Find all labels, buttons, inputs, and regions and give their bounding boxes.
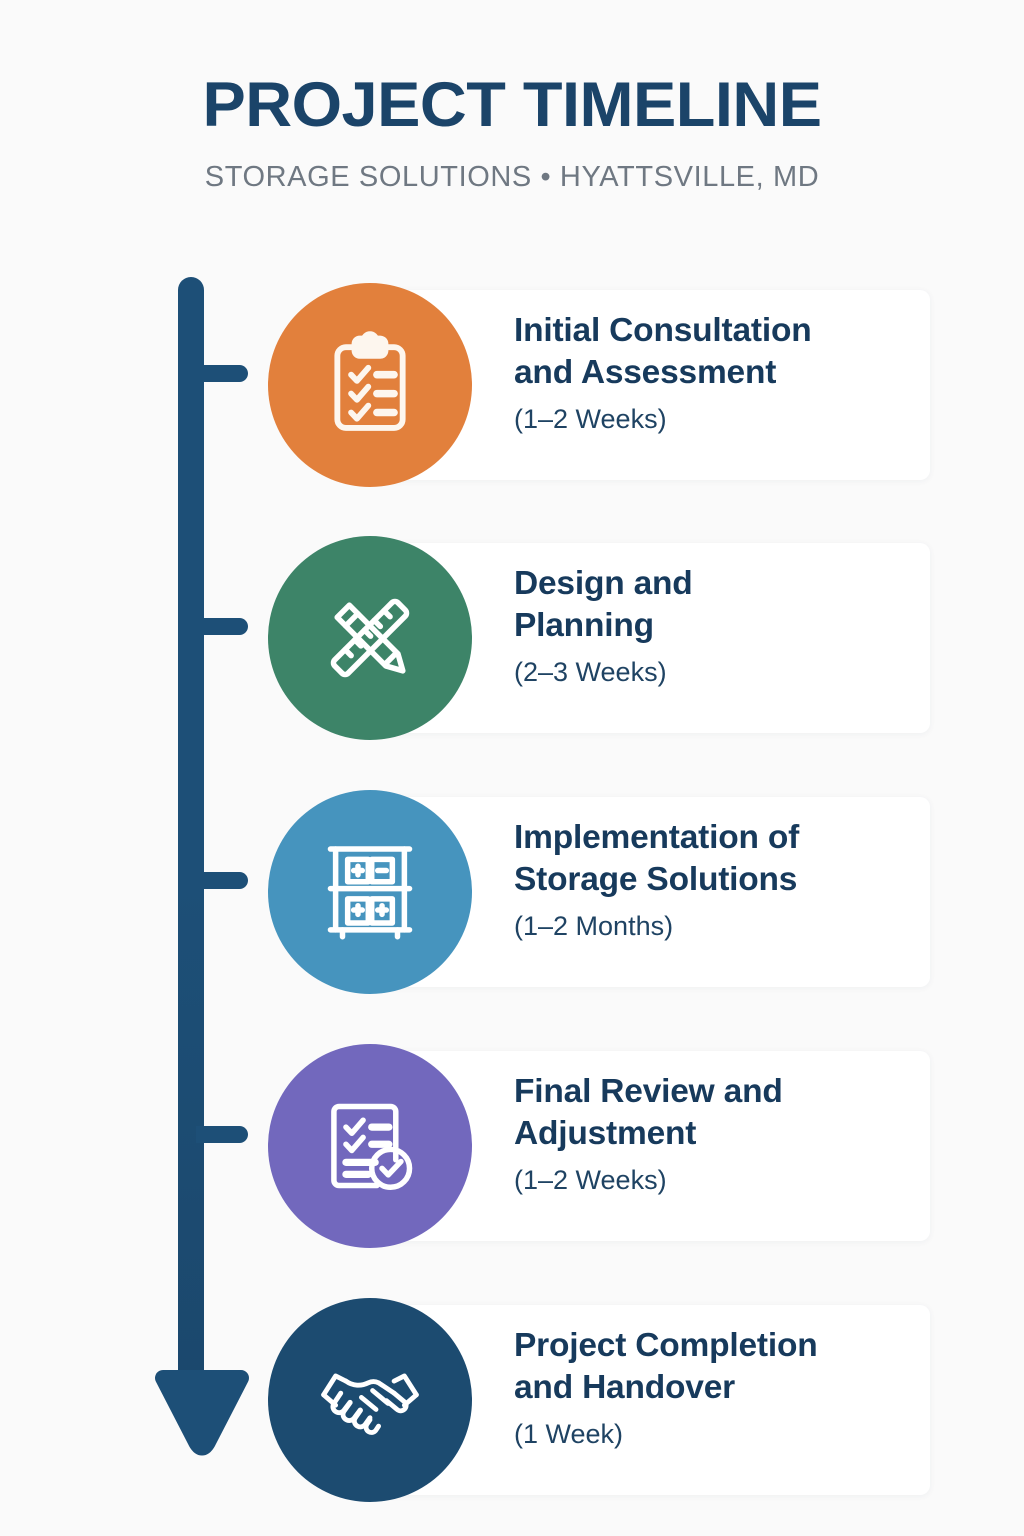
- step-icon-circle: [268, 283, 472, 487]
- timeline-step-3[interactable]: Implementation of Storage Solutions (1–2…: [268, 790, 930, 994]
- shelving-unit-icon: [315, 837, 425, 947]
- step-duration: (1–2 Months): [514, 911, 674, 942]
- ruler-pencil-icon: [315, 583, 425, 693]
- step-icon-circle: [268, 790, 472, 994]
- timeline-step-5[interactable]: Project Completion and Handover (1 Week): [268, 1298, 930, 1502]
- step-title: Final Review and Adjustment: [514, 1073, 783, 1153]
- step-title: Implementation of Storage Solutions: [514, 819, 800, 899]
- timeline-tick-4: [196, 1126, 248, 1143]
- timeline-tick-1: [196, 365, 248, 382]
- clipboard-checklist-icon: [315, 330, 425, 440]
- timeline-tick-2: [196, 618, 248, 635]
- page-subtitle: STORAGE SOLUTIONS • HYATTSVILLE, MD: [204, 161, 820, 193]
- step-text: Project Completion and Handover (1 Week): [514, 1325, 934, 1451]
- step-text: Design and Planning (2–3 Weeks): [514, 563, 934, 689]
- document-check-icon: [315, 1091, 425, 1201]
- step-icon-circle: [268, 1298, 472, 1502]
- step-duration: (1 Week): [514, 1419, 624, 1450]
- step-duration: (2–3 Weeks): [514, 657, 667, 688]
- step-title: Design and Planning: [514, 565, 693, 645]
- handshake-icon: [315, 1345, 425, 1455]
- step-duration: (1–2 Weeks): [514, 1165, 667, 1196]
- step-icon-circle: [268, 1044, 472, 1248]
- step-text: Final Review and Adjustment (1–2 Weeks): [514, 1071, 934, 1197]
- step-title: Initial Consultation and Assessment: [514, 312, 812, 392]
- step-text: Initial Consultation and Assessment (1–2…: [514, 310, 934, 436]
- step-duration: (1–2 Weeks): [514, 404, 667, 435]
- timeline-step-1[interactable]: Initial Consultation and Assessment (1–2…: [268, 283, 930, 487]
- timeline-tick-3: [196, 872, 248, 889]
- timeline-step-4[interactable]: Final Review and Adjustment (1–2 Weeks): [268, 1044, 930, 1248]
- step-text: Implementation of Storage Solutions (1–2…: [514, 817, 934, 943]
- page-header: PROJECT TIMELINE STORAGE SOLUTIONS • HYA…: [0, 0, 1024, 194]
- timeline-step-2[interactable]: Design and Planning (2–3 Weeks): [268, 536, 930, 740]
- step-title: Project Completion and Handover: [514, 1327, 818, 1407]
- step-icon-circle: [268, 536, 472, 740]
- timeline-spine: [178, 277, 204, 1380]
- page-title: PROJECT TIMELINE: [202, 70, 822, 140]
